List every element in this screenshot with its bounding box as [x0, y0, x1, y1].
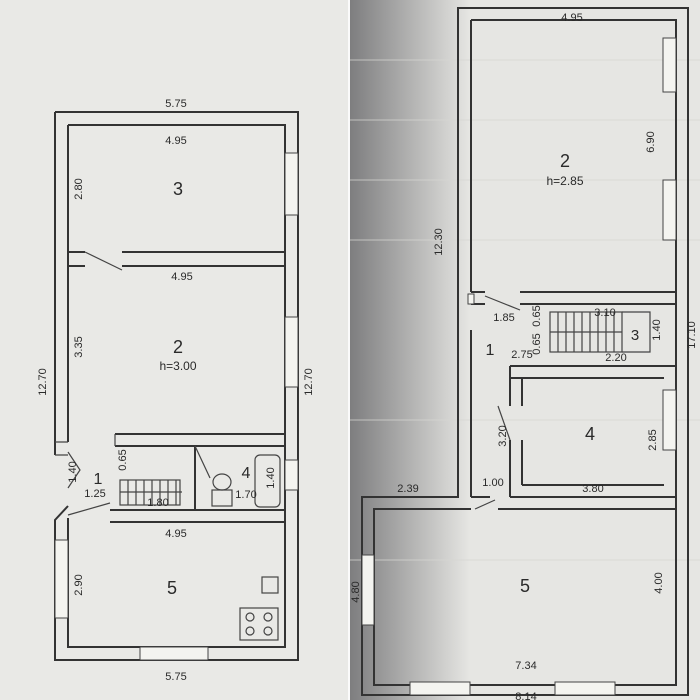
dim-room5-left: 4.80: [350, 581, 362, 602]
dim-stair-width: 2.20: [605, 352, 626, 364]
dim-stair-length: 3.10: [594, 307, 615, 319]
window: [662, 37, 677, 93]
door-swing: [497, 405, 511, 441]
room-4-label: 4: [242, 465, 251, 482]
left-dimensions: 5.75 4.95 2.80 4.95 3.35 12.70 12.70 0.6…: [37, 98, 315, 683]
room-3-label: 3: [631, 327, 639, 344]
room-2-height: h=3.00: [159, 359, 196, 373]
right-outer-walls: [361, 7, 689, 696]
door-swing: [474, 499, 496, 510]
dim-right-total: 12.70: [303, 368, 315, 396]
dim-room5-width: 7.34: [515, 660, 536, 672]
left-partitions: [67, 251, 285, 523]
room-5-label: 5: [167, 578, 177, 598]
dim-room3-width: 4.95: [165, 135, 186, 147]
dim-left-total: 12.70: [37, 368, 49, 396]
dim-room5-width: 4.95: [165, 528, 186, 540]
window: [361, 554, 375, 626]
stove-icon: [239, 607, 279, 641]
room-4-label: 4: [585, 424, 595, 444]
left-floor-plan-photo: 5.75 4.95 2.80 4.95 3.35 12.70 12.70 0.6…: [0, 0, 350, 700]
room-5-label: 5: [520, 576, 530, 596]
room-2-label: 2: [560, 151, 570, 171]
left-room-labels: 3 2 h=3.00 1 4 5: [94, 179, 251, 598]
dim-room5-depth: 4.00: [653, 572, 665, 593]
dim-room4-depth: 3.20: [497, 425, 509, 446]
dim-room2-height: 3.35: [73, 336, 85, 357]
dim-room2-width: 4.95: [171, 271, 192, 283]
room-2-label: 2: [173, 337, 183, 357]
dim-bottom-outer: 5.75: [165, 671, 186, 683]
left-fixtures: [211, 454, 281, 641]
dim-hall-height: 0.65: [117, 449, 129, 470]
dim-right-total: 17.10: [686, 321, 698, 349]
dim-top-outer: 5.75: [165, 98, 186, 110]
window: [284, 459, 299, 491]
window: [409, 681, 471, 696]
dim-bath-height: 1.40: [265, 467, 277, 488]
right-partitions: [471, 291, 676, 510]
dim-room4-width: 3.80: [582, 483, 603, 495]
dim-hall-width: 1.25: [84, 488, 105, 500]
dim-bath-width: 1.70: [235, 489, 256, 501]
dim-room3-height: 2.80: [73, 178, 85, 199]
door-swing: [484, 295, 521, 311]
entry-door-swing: [67, 451, 81, 489]
dim-entry-width: 1.00: [482, 477, 503, 489]
bathtub-icon: [254, 454, 281, 508]
right-room-labels: 2 h=2.85 1 3 4 5: [486, 151, 640, 596]
door-swing: [84, 251, 123, 271]
room-1-label: 1: [94, 471, 103, 488]
dim-left-total: 12.30: [433, 228, 445, 256]
dim-stair-side: 1.40: [651, 319, 663, 340]
right-windows: [361, 37, 677, 696]
right-floor-plan: 4.95 6.90 12.30 1.85 0.65 3.10 0.65 2.20…: [350, 7, 700, 700]
left-stairs: [119, 479, 182, 506]
right-dimensions: 4.95 6.90 12.30 1.85 0.65 3.10 0.65 2.20…: [350, 12, 698, 700]
dim-stair-gap2: 0.65: [531, 333, 543, 354]
left-windows: [54, 152, 299, 661]
window: [139, 646, 209, 661]
dim-stair-gap: 0.65: [531, 305, 543, 326]
window: [554, 681, 616, 696]
right-stairs: [549, 311, 651, 353]
left-floor-plan: 5.75 4.95 2.80 4.95 3.35 12.70 12.70 0.6…: [37, 98, 315, 683]
room-3-label: 3: [173, 179, 183, 199]
toilet-icon: [211, 489, 233, 507]
dim-stair-width: 1.80: [147, 497, 168, 509]
dim-room4-height: 2.85: [647, 429, 659, 450]
room-2-height: h=2.85: [546, 174, 583, 188]
dim-offset: 2.39: [397, 483, 418, 495]
dim-corridor-width: 2.75: [511, 349, 532, 361]
dim-hall-side: 1.40: [67, 461, 79, 482]
dim-bottom-total: 8.14: [515, 691, 536, 700]
paper-lines: [350, 59, 700, 561]
dim-door-width: 1.85: [493, 312, 514, 324]
door-swing: [67, 502, 111, 516]
dim-room2-width: 4.95: [561, 12, 582, 24]
sink-icon: [261, 576, 279, 594]
dim-room5-height: 2.90: [73, 574, 85, 595]
room-1-label: 1: [486, 342, 495, 359]
window: [662, 179, 677, 241]
window: [54, 539, 69, 619]
dim-room2-depth: 6.90: [645, 131, 657, 152]
window: [662, 389, 677, 451]
right-floor-plan-photo: 4.95 6.90 12.30 1.85 0.65 3.10 0.65 2.20…: [350, 0, 700, 700]
window: [284, 316, 299, 388]
window: [284, 152, 299, 216]
